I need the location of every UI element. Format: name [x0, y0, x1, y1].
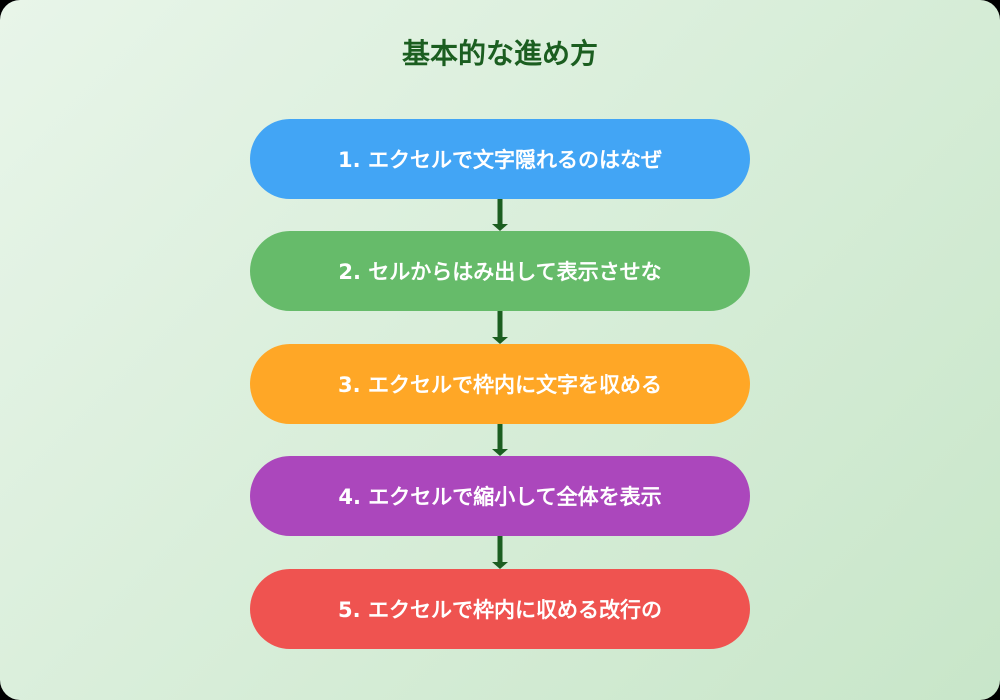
step-5-label: 5. エクセルで枠内に収める改行の	[338, 598, 662, 622]
step-3-label: 3. エクセルで枠内に文字を収める	[338, 373, 662, 397]
step-2-label: 2. セルからはみ出して表示させな	[338, 260, 662, 284]
step-1[interactable]: 1. エクセルで文字隠れるのはなぜ	[250, 119, 750, 199]
arrow-down-icon	[490, 536, 510, 569]
arrow-down-icon	[490, 199, 510, 231]
step-4-label: 4. エクセルで縮小して全体を表示	[338, 485, 662, 509]
step-4[interactable]: 4. エクセルで縮小して全体を表示	[250, 456, 750, 536]
diagram-title: 基本的な進め方	[401, 37, 598, 70]
step-2[interactable]: 2. セルからはみ出して表示させな	[250, 231, 750, 311]
arrow-down-icon	[490, 424, 510, 456]
step-3[interactable]: 3. エクセルで枠内に文字を収める	[250, 344, 750, 424]
arrow-down-icon	[490, 311, 510, 344]
step-5[interactable]: 5. エクセルで枠内に収める改行の	[250, 569, 750, 649]
step-1-label: 1. エクセルで文字隠れるのはなぜ	[338, 148, 662, 172]
